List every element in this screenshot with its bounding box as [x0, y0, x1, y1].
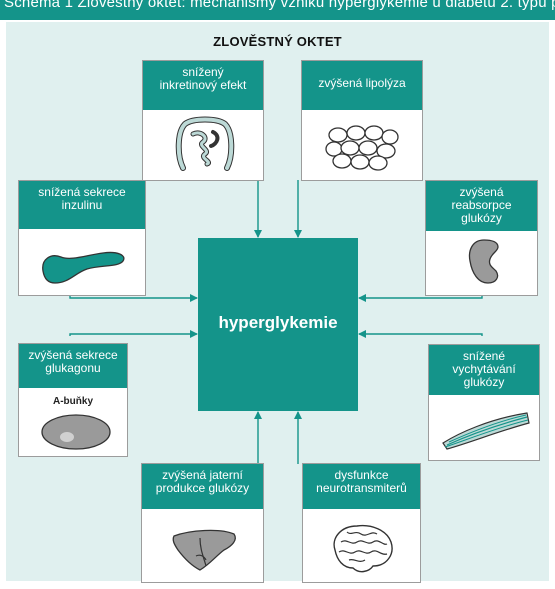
alpha-cells-label: A-buňky	[53, 396, 93, 407]
pancreas-icon	[42, 251, 125, 284]
alpha-cell-icon	[41, 414, 111, 450]
factor-card-insulin: snížená sekrece inzulinu	[18, 180, 146, 296]
factor-card-lipolysis: zvýšená lipolýza	[301, 60, 423, 181]
arrow-insulin	[69, 294, 198, 302]
hyperglycemia-label: hyperglykemie	[218, 313, 338, 332]
factor-label-uptake: snížené vychytávání glukózy	[429, 345, 539, 395]
factor-label-reabsorption: zvýšená reabsorpce glukózy	[426, 181, 537, 231]
factor-card-reabsorption: zvýšená reabsorpce glukózy	[425, 180, 538, 296]
factor-label-lipolysis: zvýšená lipolýza	[302, 61, 422, 110]
factor-label-incretin: snížený inkretinový efekt	[143, 61, 263, 110]
diagram-title: ZLOVĚSTNÝ OKTET	[213, 34, 342, 49]
factor-label-glucagon: zvýšená sekrece glukagonu	[19, 344, 127, 388]
fat-cells-icon	[325, 125, 399, 171]
intestine-icon	[175, 116, 235, 171]
factor-card-liver: zvýšená jaterní produkce glukózy	[141, 463, 264, 583]
brain-icon	[333, 524, 393, 573]
arrow-glucagon	[69, 330, 198, 338]
liver-icon	[172, 529, 236, 571]
factor-card-uptake: snížené vychytávání glukózy	[428, 344, 540, 461]
arrow-reabsorption	[358, 294, 483, 302]
factor-card-incretin: snížený inkretinový efekt	[142, 60, 264, 181]
kidney-icon	[468, 239, 499, 284]
factor-label-liver: zvýšená jaterní produkce glukózy	[142, 464, 263, 509]
factor-card-glucagon: zvýšená sekrece glukagonu A-buňky	[18, 343, 128, 457]
header-bar: Schéma 1 Zlověstný oktet: mechanismy vzn…	[0, 0, 555, 20]
muscle-icon	[442, 412, 530, 450]
factor-label-neuro: dysfunkce neurotransmiterů	[303, 464, 420, 509]
factor-label-insulin: snížená sekrece inzulinu	[19, 181, 145, 229]
hyperglycemia-box: hyperglykemie	[198, 238, 358, 411]
factor-card-neuro: dysfunkce neurotransmiterů	[302, 463, 421, 583]
header-text: Schéma 1 Zlověstný oktet: mechanismy vzn…	[4, 0, 555, 11]
arrow-uptake	[358, 330, 483, 338]
